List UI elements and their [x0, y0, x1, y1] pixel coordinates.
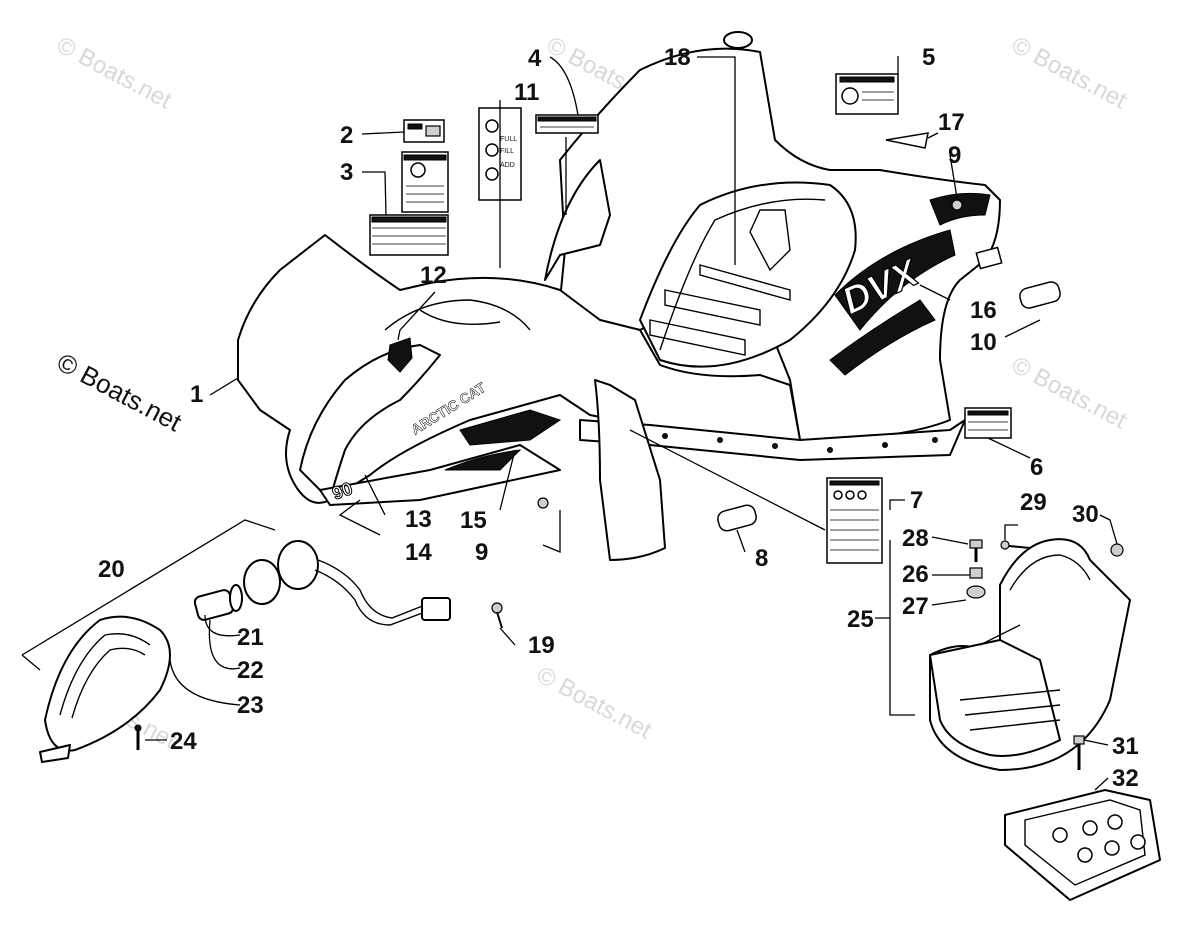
callout-20: 20 [98, 556, 125, 583]
callout-6: 6 [1030, 454, 1043, 481]
bolt-31 [1073, 735, 1085, 770]
callout-25: 25 [847, 606, 874, 633]
callout-28: 28 [902, 525, 929, 552]
watermark: © Boats.net [532, 661, 656, 744]
bolt-28 [969, 539, 983, 562]
screw-19 [491, 602, 503, 629]
bulb-22 [193, 584, 243, 621]
callout-7: 7 [910, 487, 923, 514]
leader-lines [21, 56, 1118, 791]
decal-17 [885, 132, 929, 149]
callout-23: 23 [237, 692, 264, 719]
plug-10 [1019, 281, 1061, 309]
plug-8 [717, 504, 757, 532]
callout-10: 10 [970, 329, 997, 356]
headlight-lens-23 [39, 615, 171, 763]
grommet-27 [966, 585, 986, 599]
watermark: © Boats.net [1007, 31, 1131, 114]
callout-17: 17 [938, 109, 965, 136]
callout-12: 12 [420, 262, 447, 289]
washer-26 [969, 567, 983, 579]
callout-22: 22 [237, 657, 264, 684]
callout-15: 15 [460, 507, 487, 534]
watermark-main: © Boats.net [52, 347, 187, 438]
fill-label: ADD [500, 162, 515, 169]
decal-3 [369, 151, 449, 256]
callout-8: 8 [755, 545, 768, 572]
nut-30 [1110, 543, 1124, 557]
fill-label: FILL [500, 148, 514, 155]
emblem [387, 337, 413, 373]
watermark: © Boats.net [1007, 351, 1131, 434]
callout-9: 9 [948, 142, 961, 169]
callout-14: 14 [405, 539, 432, 566]
callout-3: 3 [340, 159, 353, 186]
watermark: © Boats.net [52, 31, 176, 114]
callout-numbers: 1 2 3 4 5 6 7 8 9 9 10 11 12 13 14 15 16… [98, 44, 1139, 792]
decal-5 [835, 73, 899, 115]
grommet-18 [723, 31, 753, 49]
decal-6 [964, 407, 1012, 439]
callout-5: 5 [922, 44, 935, 71]
nut-9 [537, 497, 549, 509]
callout-27: 27 [902, 593, 929, 620]
callout-31: 31 [1112, 733, 1139, 760]
callout-9: 9 [475, 539, 488, 566]
callout-13: 13 [405, 506, 432, 533]
callout-24: 24 [170, 728, 197, 755]
callout-32: 32 [1112, 765, 1139, 792]
decal-7 [826, 477, 883, 564]
fill-label: FULL [500, 136, 517, 143]
body-fender [237, 47, 1001, 561]
nut-9 [951, 199, 963, 211]
callout-30: 30 [1072, 501, 1099, 528]
screw-29 [1000, 540, 1031, 550]
socket-21 [243, 540, 451, 626]
callout-1: 1 [190, 381, 203, 408]
footrest-32 [1004, 789, 1161, 901]
callout-16: 16 [970, 297, 997, 324]
callout-26: 26 [902, 561, 929, 588]
decal-4 [535, 114, 599, 134]
callout-21: 21 [237, 624, 264, 651]
decal-2 [403, 119, 445, 143]
callout-19: 19 [528, 632, 555, 659]
callout-29: 29 [1020, 489, 1047, 516]
callout-18: 18 [664, 44, 691, 71]
callout-2: 2 [340, 122, 353, 149]
screw-24 [134, 724, 142, 750]
callout-11: 11 [514, 79, 539, 106]
callout-4: 4 [528, 45, 542, 72]
footwell-25 [929, 538, 1131, 771]
